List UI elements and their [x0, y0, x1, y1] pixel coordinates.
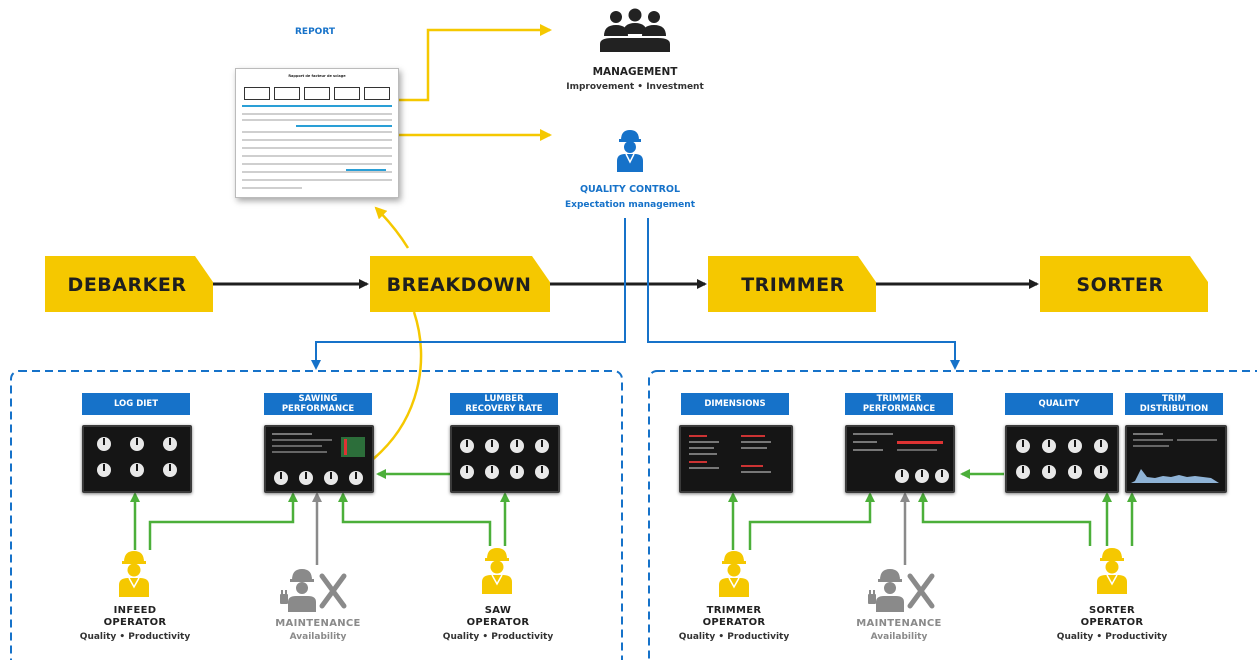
report-to-management-arrow [398, 24, 552, 102]
role-sorter-operator-title: SORTER OPERATOR [1080, 605, 1144, 628]
report-kpi-boxes [244, 87, 390, 100]
infeed-to-sawing-arrow [148, 492, 298, 550]
quality-worker-icon [617, 128, 643, 172]
tag-lumber-recovery-rate: LUMBER RECOVERY RATE [450, 393, 558, 415]
role-saw-operator-subtitle: Quality • Productivity [442, 632, 554, 642]
role-sorter-operator-subtitle: Quality • Productivity [1056, 632, 1168, 642]
role-infeed-operator-title: INFEED OPERATOR [103, 605, 167, 628]
quality-control-title: QUALITY CONTROL [579, 184, 681, 195]
screen-sawing-performance [264, 425, 374, 493]
maintenance-tools-icon [278, 566, 348, 612]
stage-label-debarker: DEBARKER [68, 274, 187, 296]
tag-sawing-performance: SAWING PERFORMANCE [264, 393, 372, 415]
stage-debarker-shape [45, 256, 213, 312]
stage-label-sorter: SORTER [1076, 274, 1163, 296]
stage-breakdown-shape [370, 256, 550, 312]
role-trimmer-operator-title: TRIMMER OPERATOR [702, 605, 766, 628]
role-maintenance-right-subtitle: Availability [870, 632, 928, 642]
worker-icon [119, 549, 149, 597]
tag-quality: QUALITY [1005, 393, 1113, 415]
worker-icon [719, 549, 749, 597]
worker-icon [482, 546, 512, 594]
role-infeed-operator-subtitle: Quality • Productivity [79, 632, 191, 642]
stage-trimmer-shape [708, 256, 876, 312]
saw-to-sawing-arrow [338, 492, 492, 546]
worker-icon [1097, 546, 1127, 594]
management-title: MANAGEMENT [592, 66, 678, 78]
right-panel-border [648, 370, 1257, 660]
report-title: REPORT [295, 27, 335, 37]
sawing-to-breakdown-curve [371, 311, 423, 461]
tag-dimensions: DIMENSIONS [681, 393, 789, 415]
stage-sorter-shape [1040, 256, 1208, 312]
people-group-icon [598, 8, 672, 52]
screen-dimensions [679, 425, 793, 493]
role-maintenance-right-title: MAINTENANCE [856, 618, 942, 629]
tag-log-diet: LOG DIET [82, 393, 190, 415]
qc-to-left-panel-line [311, 218, 626, 370]
maintenance-tools-icon [866, 566, 936, 612]
role-trimmer-operator-subtitle: Quality • Productivity [678, 632, 790, 642]
report-doc-heading: Rapport de facteur de sciage [288, 74, 346, 78]
screen-lumber-recovery-rate [450, 425, 560, 493]
sorter-to-performance-arrow [918, 492, 1092, 546]
screen-quality [1005, 425, 1119, 493]
screen-log-diet [82, 425, 192, 493]
qc-to-right-panel-line [647, 218, 960, 370]
breakdown-to-report-arrow [374, 206, 410, 249]
stage-label-breakdown: BREAKDOWN [387, 274, 532, 296]
trimmer-op-to-performance-arrow [748, 492, 875, 550]
screen-trimmer-performance [845, 425, 955, 493]
report-document: Rapport de facteur de sciage [235, 68, 399, 198]
left-panel-border [10, 370, 623, 660]
role-maintenance-left-subtitle: Availability [289, 632, 347, 642]
tag-trim-distribution: TRIM DISTRIBUTION [1125, 393, 1223, 415]
role-saw-operator-title: SAW OPERATOR [466, 605, 530, 628]
screen-trim-distribution [1125, 425, 1227, 493]
role-maintenance-left-title: MAINTENANCE [275, 618, 361, 629]
tag-trimmer-performance: TRIMMER PERFORMANCE [845, 393, 953, 415]
stage-label-trimmer: TRIMMER [741, 274, 845, 296]
quality-control-subtitle: Expectation management [565, 200, 695, 210]
management-subtitle: Improvement • Investment [566, 82, 704, 92]
